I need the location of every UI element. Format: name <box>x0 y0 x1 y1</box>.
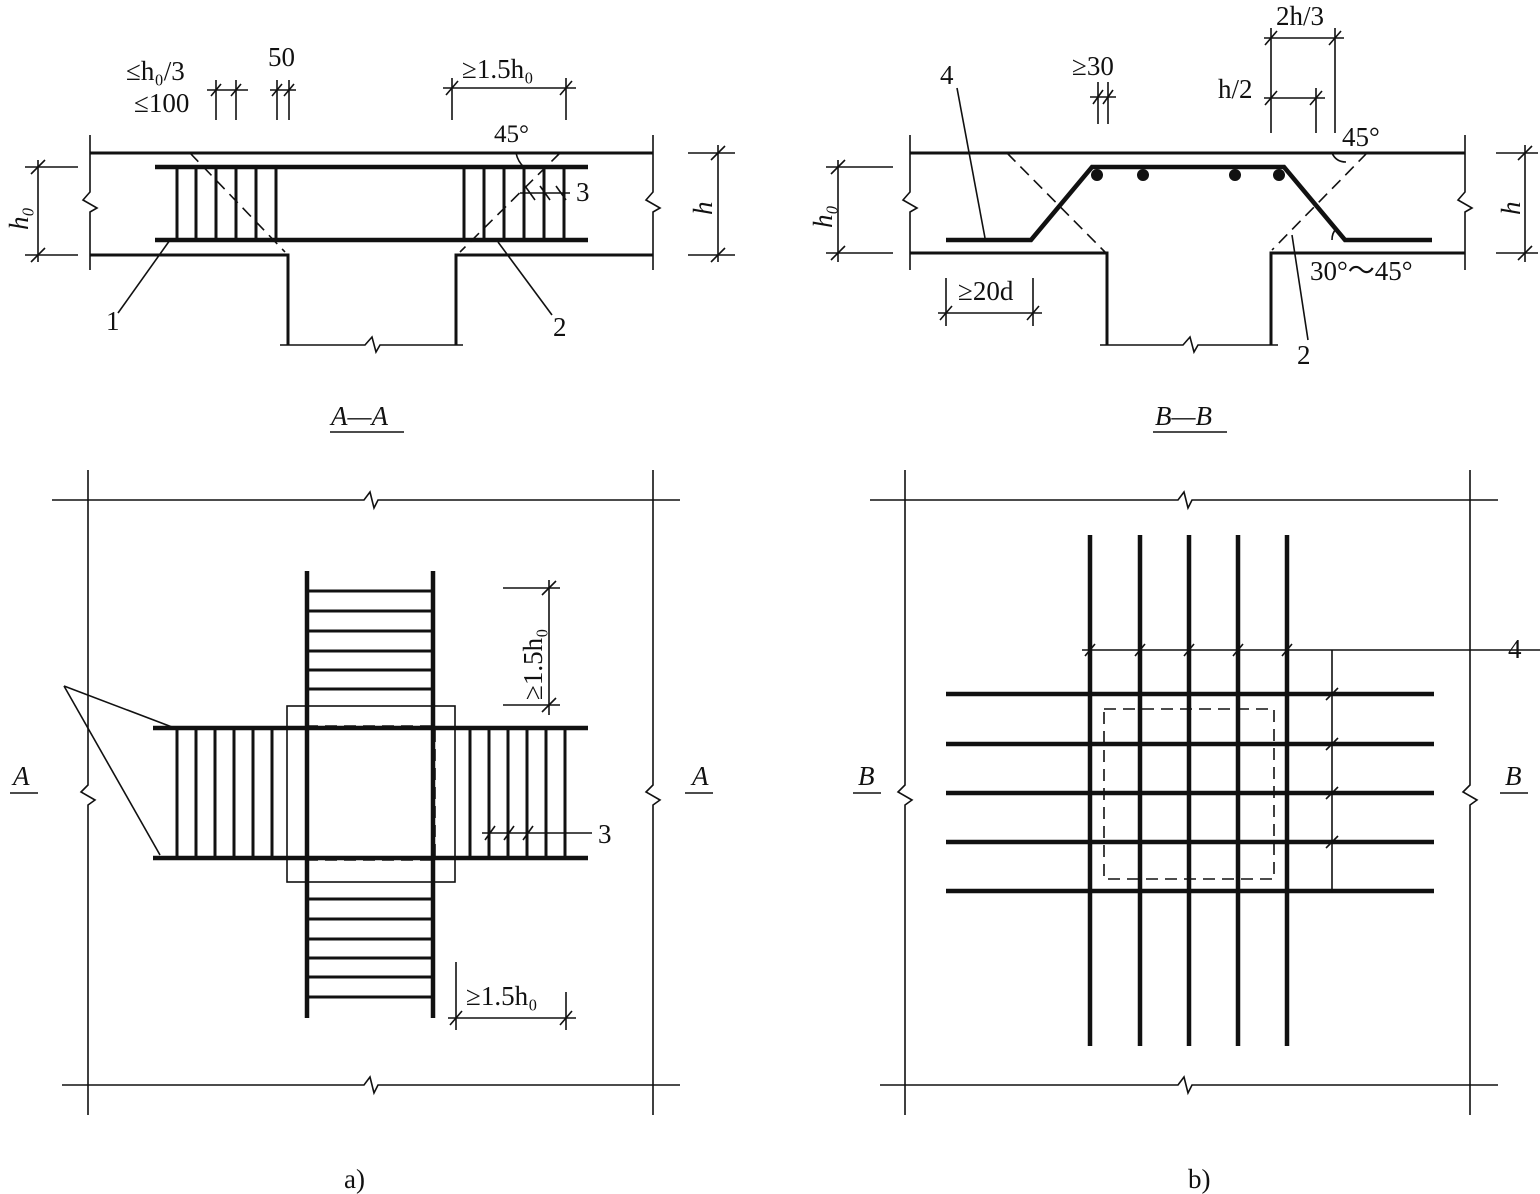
plan-a-vertical-dim-label: ≥1.5h₀ <box>518 629 548 700</box>
bent-up-bar <box>946 164 1432 243</box>
plan-right-line <box>644 470 662 1115</box>
leader-bars-top <box>63 685 173 728</box>
slab-bottom-left-edge <box>910 251 1109 345</box>
shear-cone-right <box>459 152 561 253</box>
dim-30: ≥30 <box>1072 51 1114 81</box>
stirrups-right <box>468 728 567 858</box>
dim-h2-lines <box>1264 88 1325 133</box>
shear-cone-left <box>1006 152 1107 254</box>
stirrups-bottom <box>307 897 433 999</box>
length-dimension <box>443 78 576 120</box>
dim-30-lines <box>1090 82 1116 124</box>
column-break-line <box>280 335 463 355</box>
leader-2 <box>1291 234 1309 341</box>
slab-bottom-right-edge <box>454 253 653 345</box>
dim-2h3-lines <box>1264 28 1344 133</box>
plan-a-callout-3-dim <box>482 825 592 841</box>
plan-left-line <box>896 470 914 1115</box>
dim-2h3: 2h/3 <box>1276 1 1324 31</box>
stirrups-top <box>307 589 433 691</box>
plan-a-horizontal-dim-label: ≥1.5h₀ <box>466 981 537 1011</box>
dim-h2: h/2 <box>1218 74 1253 104</box>
stirrups-right <box>462 167 566 240</box>
plan-b-caption: b) <box>1188 1164 1211 1194</box>
leader-bars-bottom <box>63 685 161 856</box>
stirrups-left <box>175 167 278 240</box>
angle-45: 45° <box>1342 122 1380 152</box>
dim-length: ≥1.5h₀ <box>462 54 533 84</box>
section-mark-right: A <box>690 761 709 791</box>
callout-2: 2 <box>1297 340 1311 370</box>
callout-2: 2 <box>553 312 567 342</box>
dim-20d: ≥20d <box>958 276 1014 306</box>
dim-spacing-2: ≤100 <box>134 88 189 118</box>
leader-2 <box>497 241 553 316</box>
plan-a: A A <box>10 470 713 1194</box>
shear-cone-right <box>1271 152 1368 251</box>
slab-break-left <box>901 135 919 270</box>
plan-bottom-line <box>62 1075 680 1096</box>
leader-4 <box>956 87 986 239</box>
slab-bottom-left-edge <box>90 253 290 345</box>
section-b-title: B—B <box>1155 401 1212 431</box>
plan-bottom-line <box>880 1075 1498 1096</box>
column-break-line <box>1100 335 1278 355</box>
column-outline <box>286 705 456 883</box>
angle-label: 45° <box>494 121 529 148</box>
angle-arc-45 <box>1331 152 1347 163</box>
label-h0: h₀ <box>808 205 838 228</box>
label-h: h <box>1496 202 1526 216</box>
stirrups-left <box>175 728 274 858</box>
column-core-dashed <box>305 725 436 861</box>
slab-break-right <box>644 135 662 270</box>
plan-right-line <box>1461 470 1479 1115</box>
h-dimension <box>1496 145 1538 262</box>
plan-b-callout-4: 4 <box>1508 634 1522 664</box>
bars-vertical <box>1087 535 1290 1046</box>
section-mark-left: B <box>858 761 875 791</box>
bar-spacing-dim-vertical <box>1325 650 1339 893</box>
bar-spacing-dim-horizontal <box>1082 643 1540 657</box>
slab-break-left <box>81 135 99 270</box>
section-mark-right: B <box>1505 761 1522 791</box>
plan-a-callout-3: 3 <box>598 819 612 849</box>
plan-top-line <box>870 490 1498 511</box>
top-bar-dots <box>1091 169 1285 181</box>
slab-break-right <box>1456 135 1474 270</box>
plan-a-vertical-dim <box>503 580 560 715</box>
stirrup-spacing-dimension <box>207 80 296 120</box>
h-dimension <box>688 145 735 263</box>
section-a: ≤h₀/3 ≤100 50 ≥1.5h₀ 45° 3 1 2 h₀ h A—A <box>4 42 735 433</box>
leader-1 <box>117 239 171 314</box>
h0-dimension <box>826 159 893 262</box>
callout-3-dimension <box>520 185 570 201</box>
dim-50: 50 <box>268 42 295 72</box>
shear-cone-left <box>189 152 286 253</box>
label-h: h <box>688 202 718 216</box>
callout-3: 3 <box>576 177 590 207</box>
plan-left-line <box>79 470 97 1115</box>
plan-top-line <box>52 490 680 511</box>
dim-spacing-1: ≤h₀/3 <box>126 56 185 86</box>
h0-dimension <box>25 159 78 263</box>
slab-bottom-right-edge <box>1269 251 1465 345</box>
callout-4: 4 <box>940 60 954 90</box>
label-h0: h₀ <box>4 207 34 230</box>
plan-b: B B <box>853 470 1540 1194</box>
angle-arc <box>515 152 525 168</box>
plan-a-caption: a) <box>344 1164 365 1194</box>
callout-1: 1 <box>106 306 120 336</box>
angle-arc-30-45 <box>1331 228 1337 241</box>
angle-range: 30°～45° <box>1310 256 1413 286</box>
plan-a-horizontal-dim <box>448 962 576 1030</box>
section-a-title: A—A <box>329 401 389 431</box>
section-mark-left: A <box>11 761 30 791</box>
section-b: 4 ≥30 2h/3 h/2 45° 30°～45° ≥20d 2 h₀ h B… <box>808 1 1538 433</box>
dim-20d-lines <box>938 278 1042 326</box>
bars-horizontal <box>946 691 1434 894</box>
